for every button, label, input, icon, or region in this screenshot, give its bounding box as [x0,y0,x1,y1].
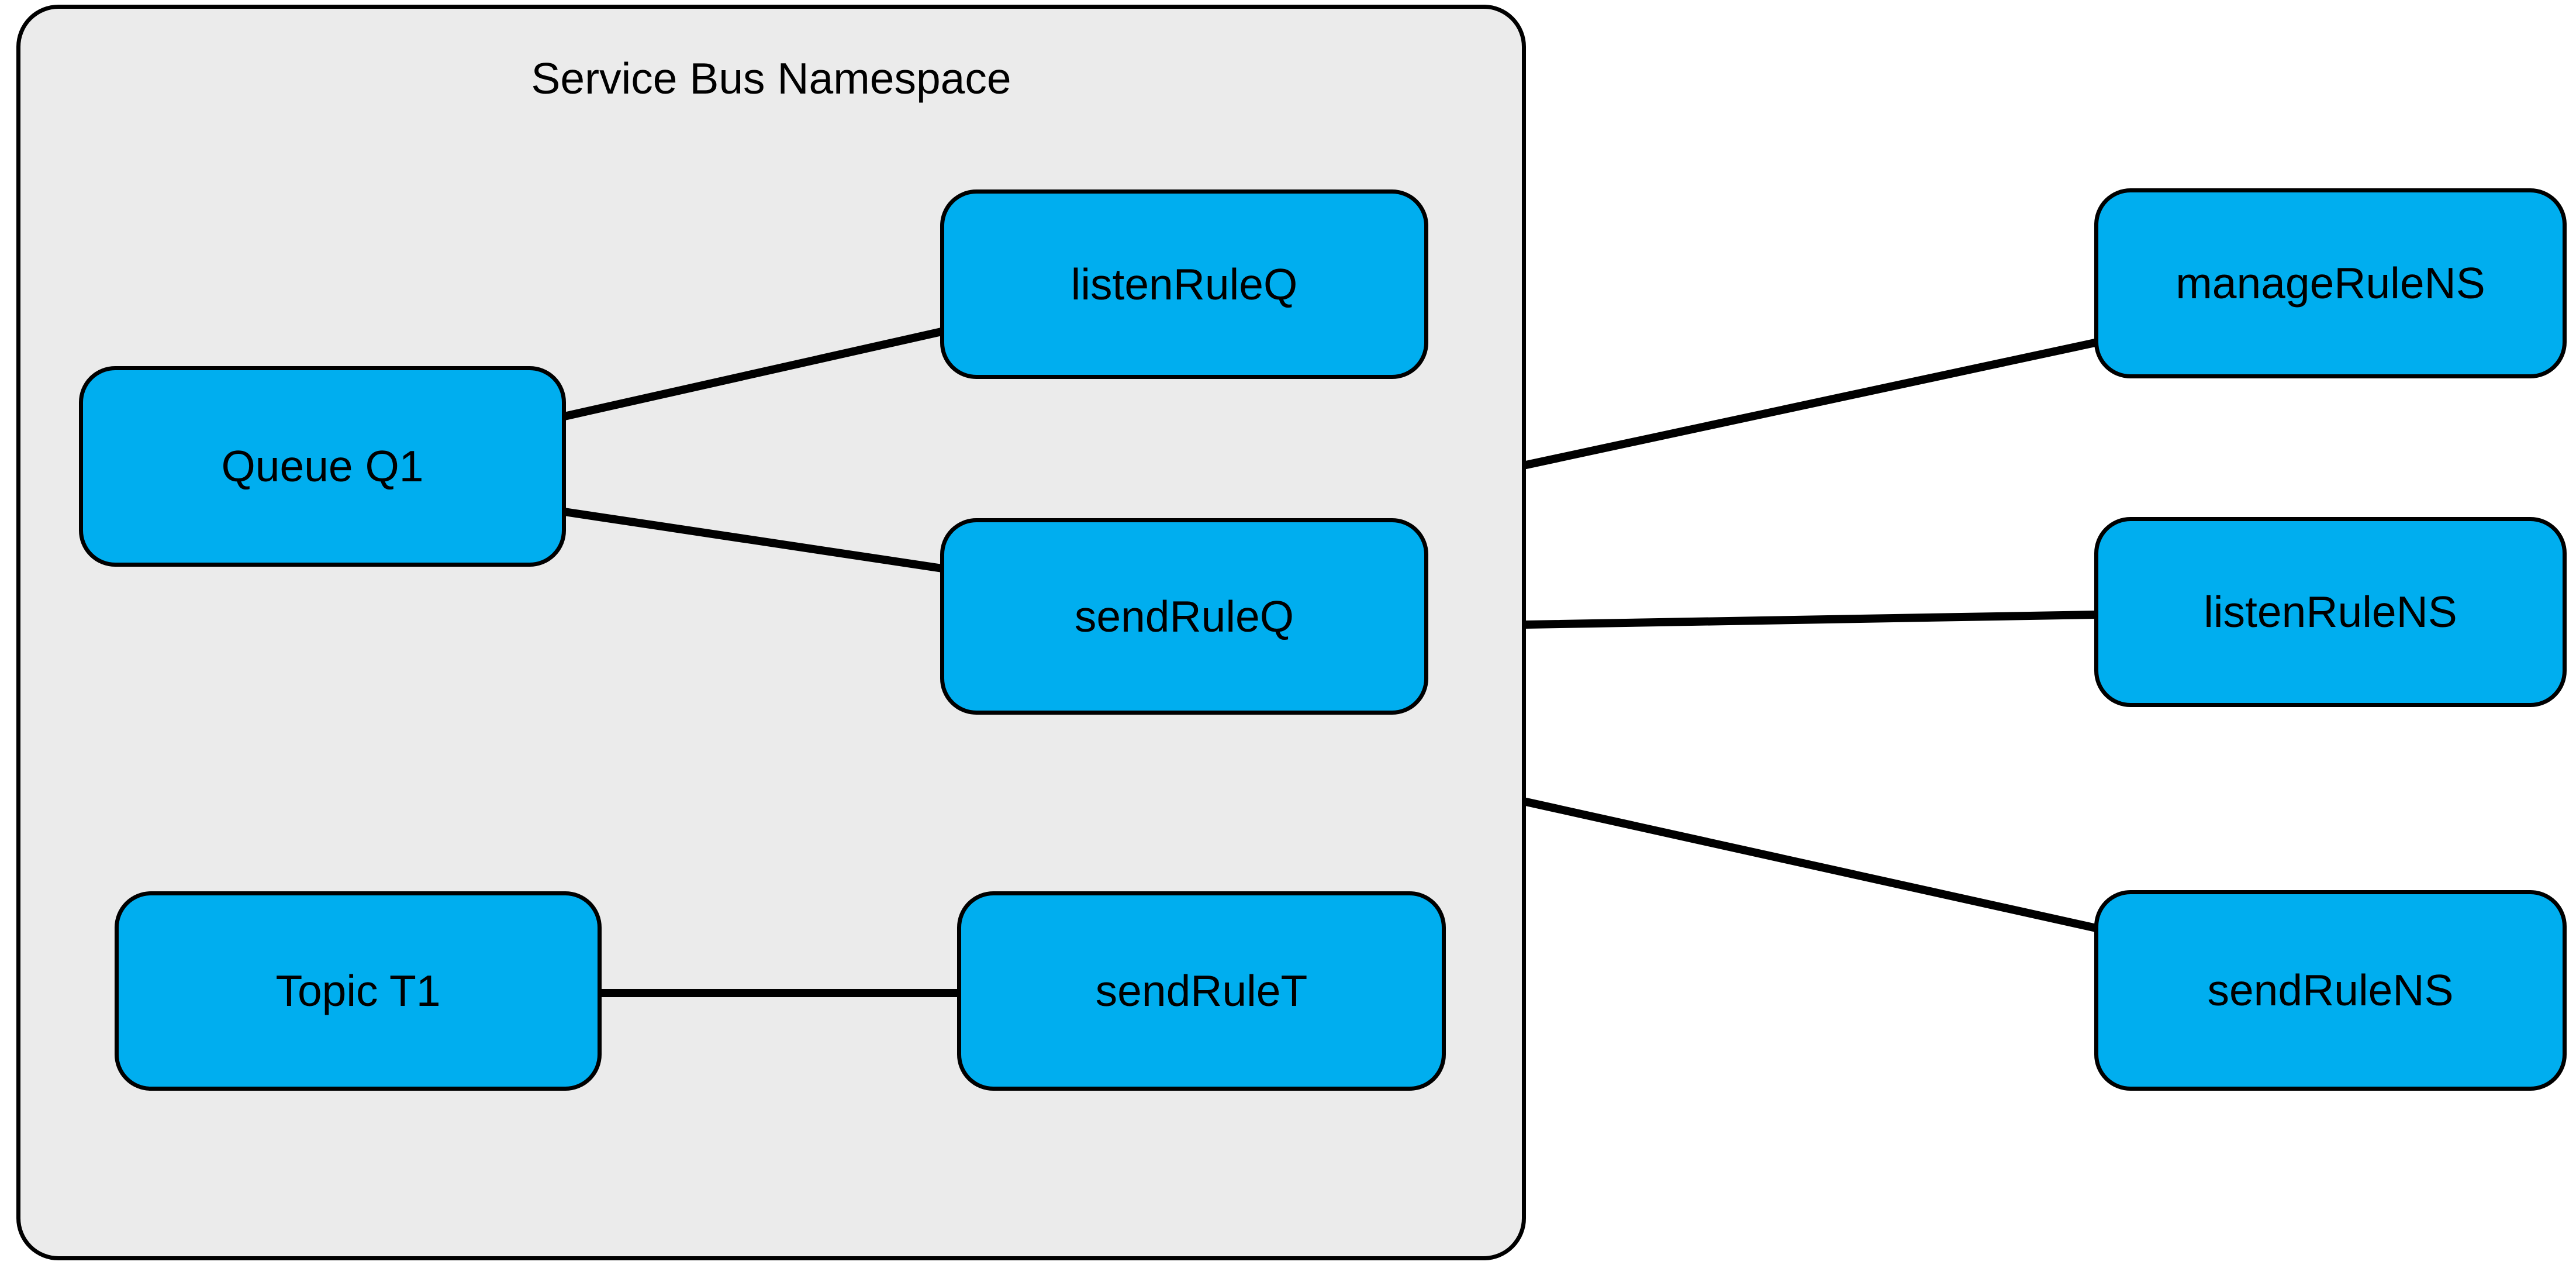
node-send-rule-q-label: sendRuleQ [1074,591,1294,641]
node-listen-rule-q: listenRuleQ [940,189,1428,379]
node-send-rule-t-label: sendRuleT [1095,966,1308,1015]
node-queue-q1-label: Queue Q1 [221,442,424,491]
node-queue-q1: Queue Q1 [79,366,566,567]
node-topic-t1: Topic T1 [115,891,602,1091]
edge-namespace-to-listen-rule-ns [1522,611,2100,629]
node-send-rule-t: sendRuleT [957,891,1446,1091]
node-send-rule-ns-label: sendRuleNS [2207,966,2454,1015]
node-send-rule-ns: sendRuleNS [2094,890,2567,1091]
node-manage-rule-ns-label: manageRuleNS [2176,258,2485,308]
node-topic-t1-label: Topic T1 [275,966,441,1015]
node-listen-rule-ns: listenRuleNS [2094,517,2567,707]
node-listen-rule-ns-label: listenRuleNS [2204,587,2457,636]
node-manage-rule-ns: manageRuleNS [2094,188,2567,378]
namespace-title: Service Bus Namespace [531,54,1011,103]
node-send-rule-q: sendRuleQ [940,518,1428,715]
edge-namespace-to-send-rule-ns [1522,798,2103,933]
node-listen-rule-q-label: listenRuleQ [1071,259,1298,309]
edge-namespace-to-manage-rule-ns [1522,338,2102,469]
